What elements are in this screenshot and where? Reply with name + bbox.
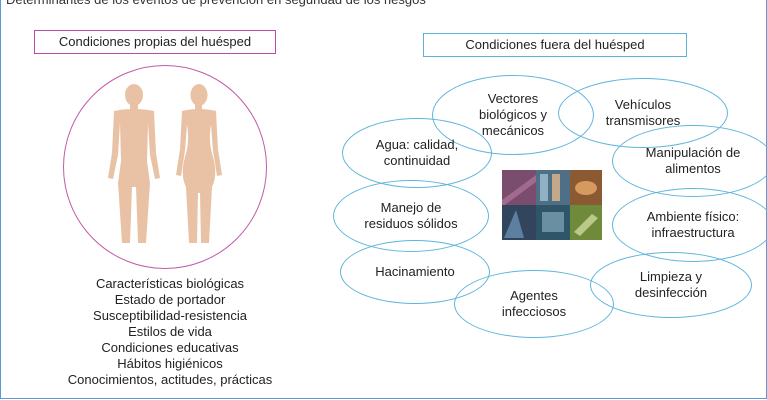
female-silhouette — [176, 84, 222, 243]
factor-water: Agua: calidad, continuidad — [342, 118, 492, 188]
list-item: Estado de portador — [114, 292, 226, 307]
list-item: Conocimientos, actitudes, prácticas — [67, 372, 273, 387]
host-characteristics-list: Características biológicas Estado de por… — [32, 276, 308, 388]
factor-solid-waste: Manejo de residuos sólidos — [333, 180, 489, 252]
list-item: Hábitos higiénicos — [117, 356, 223, 371]
host-conditions-title: Condiciones propias del huésped — [34, 30, 276, 54]
list-item: Características biológicas — [95, 276, 245, 291]
list-item: Condiciones educativas — [101, 340, 239, 355]
external-conditions-title: Condiciones fuera del huésped — [423, 33, 687, 57]
factor-vectors: Vectores biológicos y mecánicos — [432, 75, 594, 155]
host-circle — [63, 65, 267, 269]
cropped-heading: Determinantes de los eventos de prevenci… — [0, 0, 767, 9]
human-bodies-illustration — [108, 84, 222, 243]
collage-image — [502, 170, 602, 240]
factor-infectious-agents: Agentes infecciosos — [454, 270, 614, 338]
factor-vehicles: Vehículos transmisores — [558, 78, 728, 148]
list-item: Estilos de vida — [128, 324, 212, 339]
factor-overcrowding: Hacinamiento — [340, 240, 490, 304]
list-item: Susceptibilidad-resistencia — [93, 308, 247, 323]
factor-physical-environment: Ambiente físico: infraestructura — [612, 188, 767, 262]
factor-cleaning: Limpieza y desinfección — [590, 252, 752, 318]
male-silhouette — [108, 84, 160, 243]
factor-food-handling: Manipulación de alimentos — [612, 125, 767, 197]
